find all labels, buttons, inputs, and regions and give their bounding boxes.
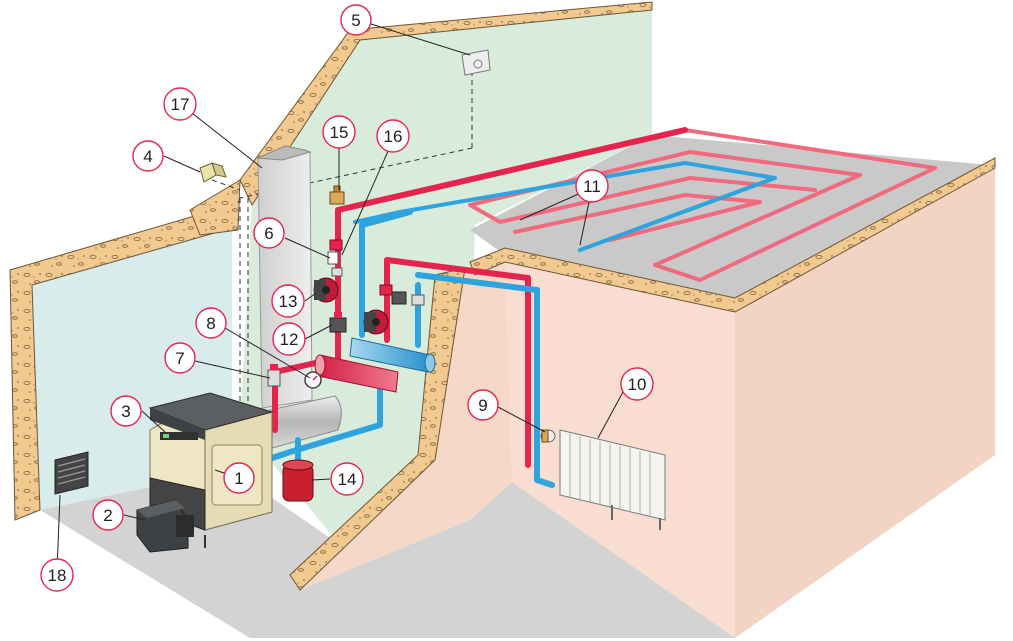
callout-18: 18 (40, 558, 74, 592)
circulation-pump-right (363, 309, 389, 335)
mixing-valve-left (329, 312, 347, 333)
callout-8: 8 (195, 307, 227, 339)
callout-9: 9 (467, 389, 499, 421)
shutoff-valves (329, 239, 425, 306)
callout-2: 2 (92, 499, 124, 531)
ventilation-grille (54, 451, 89, 495)
mixing-valve-right (391, 291, 407, 305)
circulation-pump-left (313, 277, 339, 303)
svg-text:3: 3 (121, 402, 130, 421)
svg-text:10: 10 (628, 375, 647, 394)
callout-1: 1 (223, 462, 255, 494)
callout-12: 12 (272, 322, 306, 356)
svg-text:12: 12 (280, 330, 299, 349)
callout-13: 13 (271, 284, 305, 318)
svg-text:18: 18 (48, 566, 67, 585)
air-vent (329, 185, 345, 205)
svg-text:4: 4 (143, 147, 152, 166)
expansion-tank (282, 459, 314, 502)
callout-3: 3 (110, 395, 142, 427)
cold-pipes (269, 209, 555, 488)
burner (136, 499, 194, 553)
svg-text:11: 11 (583, 177, 601, 196)
cold-manifold (349, 337, 436, 373)
leader-lines (56, 23, 624, 571)
callout-5: 5 (340, 4, 372, 36)
svg-text:7: 7 (175, 349, 184, 368)
outdoor-sensor (199, 162, 227, 183)
svg-text:16: 16 (384, 127, 403, 146)
svg-text:9: 9 (478, 396, 487, 415)
room-thermostat (461, 49, 491, 76)
svg-text:13: 13 (279, 292, 298, 311)
hot-manifold (314, 354, 399, 393)
callout-11: 11 (575, 169, 609, 203)
radiator-valve (540, 429, 556, 443)
callout-14: 14 (330, 462, 364, 496)
hidden-lines (211, 62, 473, 520)
svg-text:5: 5 (351, 11, 360, 30)
svg-text:8: 8 (206, 314, 215, 333)
svg-text:17: 17 (171, 95, 190, 114)
underfloor-heating-loop (338, 128, 937, 282)
callout-6: 6 (253, 217, 285, 249)
callout-7: 7 (164, 342, 196, 374)
room-side-wall (300, 255, 512, 590)
svg-text:15: 15 (330, 123, 349, 142)
callout-17: 17 (163, 87, 197, 121)
svg-text:6: 6 (264, 224, 273, 243)
radiator (559, 429, 666, 530)
pressure-gauge (304, 371, 322, 389)
hot-pipes (272, 127, 688, 468)
callout-4: 4 (132, 140, 164, 172)
svg-text:14: 14 (338, 470, 357, 489)
earth-top-left (189, 179, 241, 236)
thermometer (327, 251, 339, 265)
chimney-top (257, 145, 312, 161)
callout-15: 15 (322, 115, 356, 149)
callout-10: 10 (620, 367, 654, 401)
callouts: 1 2 3 4 5 6 7 8 (40, 4, 654, 592)
svg-text:1: 1 (234, 469, 243, 488)
callout-16: 16 (376, 119, 410, 153)
svg-text:2: 2 (103, 506, 112, 525)
room-front-wall (735, 165, 995, 638)
flue-pipe (269, 395, 342, 449)
